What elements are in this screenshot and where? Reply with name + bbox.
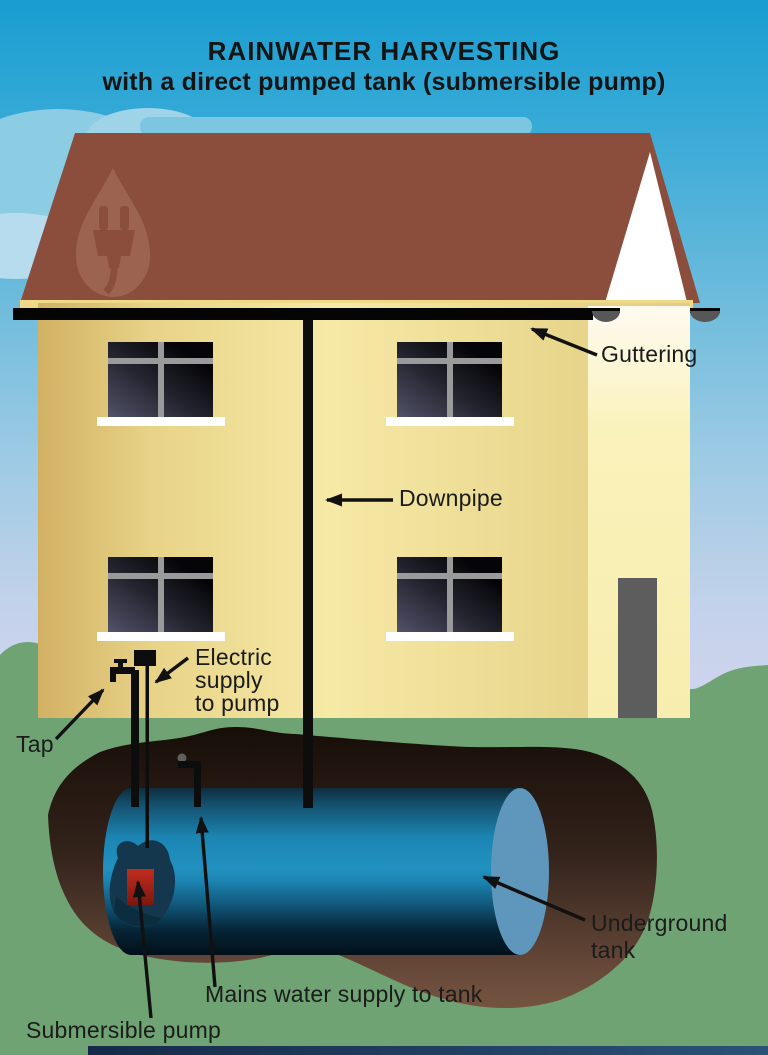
label-guttering: Guttering [601,341,698,367]
label-underground-tank-line: tank [591,937,636,963]
label-underground-tank: Underground tank [591,910,727,964]
window-lower-left [97,557,225,641]
page-title: RAINWATER HARVESTING [207,36,561,66]
house-roof [20,133,700,303]
footer-bar [88,1046,768,1055]
label-electric-supply-line: Electric [195,644,273,670]
mains-supply-arrow [195,816,217,988]
window-upper-right [386,342,514,426]
plug-drop-logo-icon [76,168,150,297]
window-sill [386,632,514,641]
label-underground-tank-line: Underground [591,910,728,936]
label-downpipe: Downpipe [399,485,503,511]
tank-end-cap [491,788,549,955]
guttering-arrow [530,327,598,357]
mains-inlet-dot [177,753,187,763]
electric-supply-arrow [154,656,190,684]
tap-arrow [54,688,105,741]
power-cable [145,664,149,848]
gable-peak [604,152,688,306]
gutter-end-cap [592,308,620,322]
electric-box [134,650,156,666]
gutter-end-cap [690,308,720,322]
tap-suction-pipe [131,670,139,807]
door [618,578,657,718]
window-sill [97,632,225,641]
downpipe [303,318,313,808]
window-sill [97,417,225,426]
gutter [13,308,720,322]
page-subtitle: with a direct pumped tank (submersible p… [102,68,666,96]
label-electric-supply: Electric supply to pump [195,646,280,715]
window-upper-left [97,342,225,426]
label-electric-supply-line: supply [195,667,263,693]
underground-tank-arrow [482,875,586,922]
tank-shadow-dark [114,896,162,927]
label-electric-supply-line: to pump [195,690,280,716]
window-sill [386,417,514,426]
tap-icon [110,659,135,682]
window-lower-right [386,557,514,641]
label-submersible-pump: Submersible pump [26,1017,221,1043]
label-tap: Tap [16,731,54,757]
cloud-band [140,117,532,136]
submersible-pump-arrow [132,880,153,1019]
label-mains-supply: Mains water supply to tank [205,981,483,1007]
mains-pipe [178,761,201,807]
